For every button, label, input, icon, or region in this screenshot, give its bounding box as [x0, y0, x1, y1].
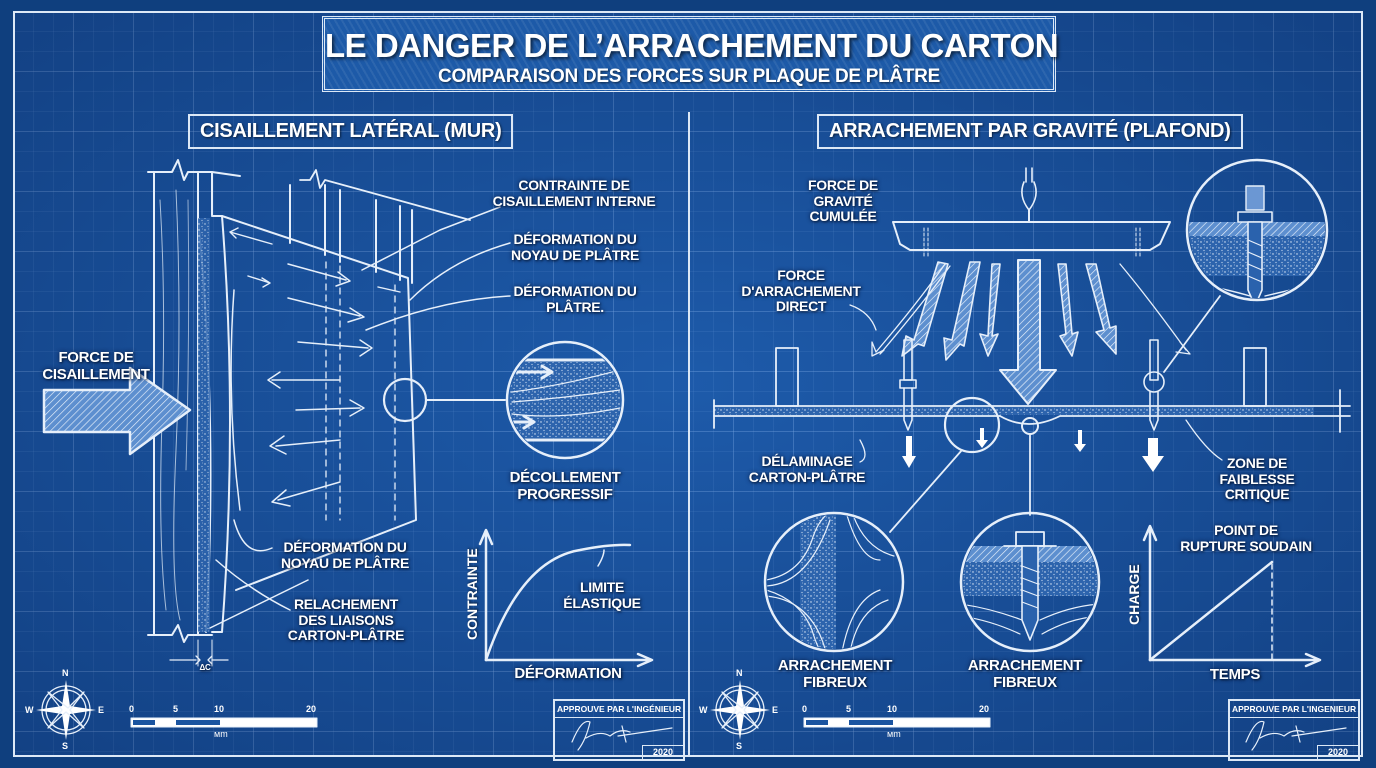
scale-tick: 10	[214, 704, 225, 714]
label-cumulative-gravity: FORCE DE GRAVITÉ CUMULÉE	[808, 177, 878, 225]
compass-rose-icon-right	[710, 680, 770, 740]
scale-tick: 20	[306, 704, 317, 714]
label-fibrous-pullout-2: ARRACHEMENT FIBREUX	[967, 657, 1083, 691]
left-chart-ylabel: CONTRAINTE	[464, 548, 480, 640]
label-progressive-peeling: DÉCOLLEMENT PROGRESSIF	[509, 469, 621, 503]
stamp-year: 2020	[642, 745, 683, 759]
label-shear-force: FORCE DE CISAILLEMENT	[42, 349, 150, 383]
right-chart-annotation: POINT DE RUPTURE SOUDAIN	[1180, 522, 1312, 554]
label-core-deformation-bottom: DÉFORMATION DU NOYAU DE PLÂTRE	[280, 539, 409, 571]
scale-unit: мm	[214, 729, 228, 739]
right-chart-ylabel: CHARGE	[1126, 564, 1142, 625]
compass-w: W	[699, 705, 708, 715]
approval-stamp-left: APPROUVE PAR L'INGÉNIEUR 2020	[553, 699, 685, 761]
compass-n: N	[62, 668, 69, 678]
compass-s: S	[62, 741, 69, 751]
compass-s: S	[736, 741, 743, 751]
compass-e: E	[98, 705, 105, 715]
compass-e: E	[772, 705, 779, 715]
compass-w: W	[25, 705, 34, 715]
left-chart-annotation: LIMITE ÉLASTIQUE	[563, 579, 641, 611]
label-internal-shear: CONTRAINTE DE CISAILLEMENT INTERNE	[492, 177, 656, 209]
scale-tick: 0	[802, 704, 808, 714]
label-core-deformation-top: DÉFORMATION DU NOYAU DE PLÂTRE	[510, 231, 639, 263]
title-banner: LE DANGER DE L’ARRACHEMENT DU CARTON COM…	[322, 16, 1059, 92]
label-bond-release: RELACHEMENT DES LIAISONS CARTON-PLÂTRE	[287, 596, 405, 644]
stamp-year: 2020	[1317, 745, 1358, 759]
scale-unit: мm	[887, 729, 901, 739]
stamp-heading: APPROUVE PAR L'INGÉNIEUR	[555, 701, 683, 718]
approval-stamp-right: APPROUVE PAR L'INGENIEUR 2020	[1228, 699, 1360, 761]
label-fibrous-pullout-1: ARRACHEMENT FIBREUX	[777, 657, 893, 691]
panel-divider	[688, 112, 690, 757]
stamp-heading: APPROUVE PAR L'INGENIEUR	[1230, 701, 1358, 718]
page-title: LE DANGER DE L’ARRACHEMENT DU CARTON	[325, 27, 1059, 64]
right-section-title: ARRACHEMENT PAR GRAVITÉ (PLAFOND)	[817, 114, 1243, 149]
left-section-title: CISAILLEMENT LATÉRAL (MUR)	[188, 114, 514, 149]
label-delamination: DÉLAMINAGE CARTON-PLÂTRE	[748, 453, 866, 485]
scale-tick: 20	[979, 704, 990, 714]
label-plaster-deformation: DÉFORMATION DU PLÂTRE.	[513, 283, 637, 315]
scale-tick: 5	[173, 704, 179, 714]
label-weak-zone: ZONE DE FAIBLESSE CRITIQUE	[1219, 455, 1295, 503]
left-chart-xlabel: DÉFORMATION	[514, 665, 622, 682]
scale-tick: 5	[846, 704, 852, 714]
label-direct-pullout: FORCE D'ARRACHEMENT DIRECT	[741, 267, 861, 315]
label-dimension: ΔC	[199, 663, 211, 672]
compass-rose-icon-left	[36, 680, 96, 740]
page-subtitle: COMPARAISON DES FORCES SUR PLAQUE DE PLÂ…	[438, 66, 940, 87]
right-chart-xlabel: TEMPS	[1209, 666, 1261, 683]
compass-n: N	[736, 668, 743, 678]
scale-tick: 0	[129, 704, 135, 714]
scale-tick: 10	[887, 704, 898, 714]
